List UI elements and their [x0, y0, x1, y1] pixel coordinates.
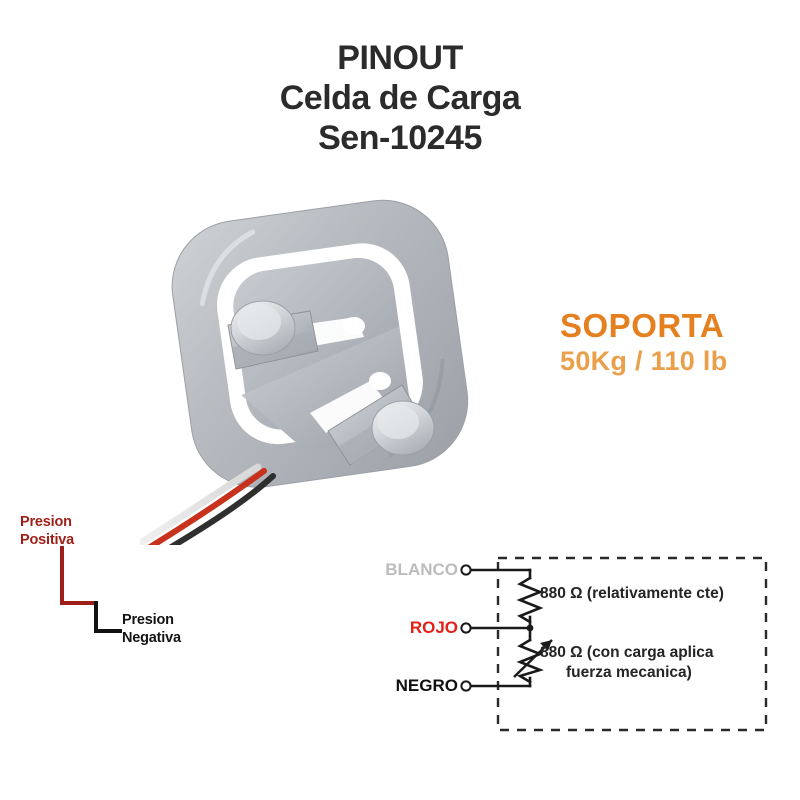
page-title: PINOUT Celda de Carga Sen-10245 — [0, 38, 800, 158]
upper-bolt-assembly — [227, 300, 365, 370]
variable-resistor-value-line2: fuerza mecanica) — [566, 664, 692, 681]
load-cell-wires — [140, 463, 276, 545]
divider-tap-node — [526, 624, 534, 632]
load-cell-image — [140, 185, 540, 545]
capacity-value: 50Kg / 110 lb — [560, 346, 728, 377]
terminal-label-rojo: ROJO — [410, 618, 458, 637]
wheatstone-half-bridge-schematic: BLANCO ROJO NEGRO — [385, 556, 768, 732]
pressure-negative-label: Presion Negativa — [122, 612, 181, 647]
pressure-negative-line1: Presion — [122, 612, 174, 628]
variable-resistor-arrow — [513, 639, 553, 678]
terminal-node-rojo[interactable] — [460, 622, 472, 634]
terminal-node-negro[interactable] — [460, 680, 472, 692]
terminal-label-blanco: BLANCO — [385, 560, 458, 579]
pressure-positive-line2: Positiva — [20, 531, 75, 548]
title-line-model: Sen-10245 — [318, 119, 482, 158]
lower-bolt-assembly — [310, 372, 435, 466]
terminal-node-blanco[interactable] — [460, 564, 472, 576]
title-line-product: Celda de Carga — [279, 79, 521, 118]
load-cell-illustration — [140, 199, 469, 545]
terminal-label-negro: NEGRO — [396, 676, 458, 695]
fixed-resistor-symbol — [516, 576, 544, 624]
circuit-diagram: BLANCO ROJO NEGRO — [370, 545, 790, 755]
circuit-wires — [469, 568, 532, 688]
capacity-callout: SOPORTA 50Kg / 110 lb — [560, 307, 728, 377]
pressure-negative-line2: Negativa — [122, 629, 181, 646]
capacity-heading: SOPORTA — [560, 307, 725, 344]
fixed-resistor-value: 880 Ω (relativamente cte) — [540, 585, 724, 602]
pressure-positive-label: Presion Positiva — [20, 514, 74, 549]
pressure-positive-line1: Presion — [20, 514, 72, 530]
variable-resistor-value-line1: 880 Ω (con carga aplica — [540, 644, 714, 661]
pressure-leader-lines — [60, 546, 122, 633]
title-line-pinout: PINOUT — [337, 39, 463, 77]
variable-resistor-symbol — [516, 638, 544, 684]
